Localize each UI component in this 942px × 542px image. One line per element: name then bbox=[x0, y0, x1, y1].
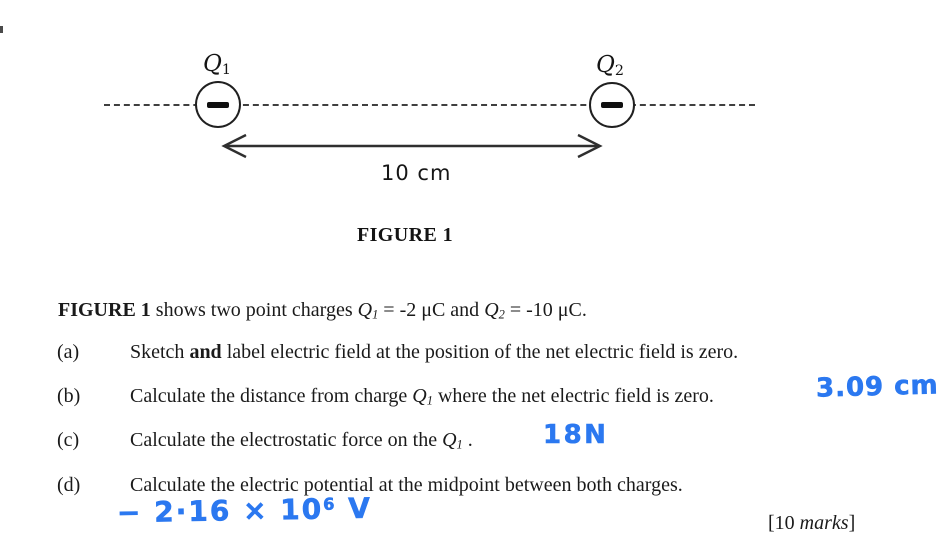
handwritten-answer-d: − 2·16 × 106 V bbox=[116, 491, 373, 530]
question-c-label: (c) bbox=[57, 429, 80, 451]
marks-allocation: [10 marks] bbox=[768, 512, 856, 534]
question-d-label: (d) bbox=[57, 474, 81, 496]
question-c-text: Calculate the electrostatic force on the… bbox=[130, 429, 473, 452]
distance-label: 10 cm bbox=[381, 161, 452, 185]
handwritten-answer-c: 18N bbox=[543, 420, 609, 451]
charge-axis-dashed-line bbox=[104, 104, 755, 106]
charge-q2-circle bbox=[589, 82, 635, 128]
question-a-label: (a) bbox=[57, 341, 80, 363]
figure-description-text: FIGURE 1 shows two point charges Q1 = -2… bbox=[58, 299, 587, 322]
question-d-text: Calculate the electric potential at the … bbox=[130, 474, 683, 496]
distance-double-arrow bbox=[221, 133, 603, 159]
question-b-text: Calculate the distance from charge Q1 wh… bbox=[130, 385, 714, 408]
figure-caption: FIGURE 1 bbox=[357, 224, 453, 246]
handwritten-answer-b: 3.09 cm bbox=[815, 370, 940, 404]
scan-artifact-mark bbox=[0, 26, 3, 33]
charge-q1-circle bbox=[195, 81, 241, 128]
charge-q2-label: Q2 bbox=[596, 52, 624, 80]
charge-q1-label: Q1 bbox=[203, 51, 231, 79]
question-a-text: Sketch and label electric field at the p… bbox=[130, 341, 739, 363]
minus-icon bbox=[207, 101, 229, 108]
minus-icon bbox=[601, 102, 623, 108]
question-b-label: (b) bbox=[57, 385, 81, 407]
